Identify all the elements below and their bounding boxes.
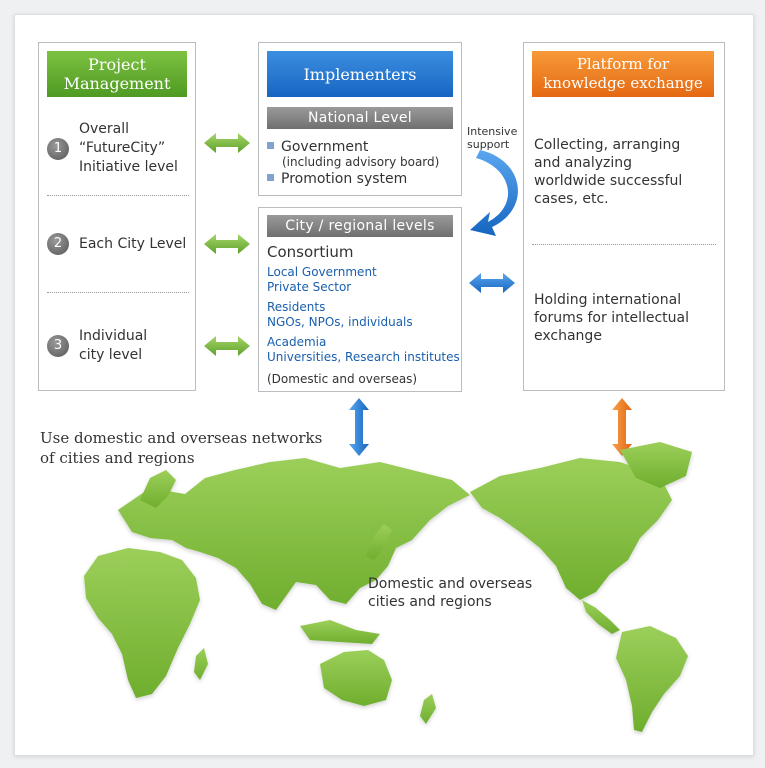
group-title: Local Government	[267, 265, 377, 279]
map-south-america	[616, 626, 688, 732]
step-3: 3 Individual city level	[47, 327, 147, 365]
step-text: Individual city level	[79, 328, 148, 363]
bullet-icon	[267, 142, 274, 149]
group-academia: Academia Universities, Research institut…	[267, 335, 460, 365]
implementers-national-panel: Implementers National Level Government (…	[258, 42, 462, 196]
map-central-america	[582, 600, 620, 634]
map-greenland	[620, 442, 692, 488]
group-title: Academia	[267, 335, 327, 349]
double-arrow-icon	[204, 234, 250, 254]
step-number: 2	[47, 233, 69, 255]
government-note: (including advisory board)	[282, 155, 440, 169]
map-eurasia	[118, 458, 470, 610]
group-local-government: Local Government Private Sector	[267, 265, 377, 295]
step-2: 2 Each City Level	[47, 233, 186, 255]
curved-arrow-icon	[470, 150, 518, 236]
project-management-header: Project Management	[47, 51, 187, 97]
step-text: Each City Level	[79, 235, 187, 252]
map-australia	[320, 650, 392, 706]
map-madagascar	[194, 648, 208, 680]
map-new-zealand	[420, 694, 436, 724]
forums-text: Holding international forums for intelle…	[534, 292, 689, 344]
double-arrow-icon	[204, 336, 250, 356]
group-title: Residents	[267, 300, 326, 314]
domestic-note: (Domestic and overseas)	[267, 372, 418, 386]
knowledge-exchange-panel: Platform for knowledge exchange Collecti…	[523, 42, 725, 391]
step-number: 1	[47, 137, 69, 160]
map-africa	[84, 548, 200, 698]
divider	[47, 292, 189, 293]
divider	[47, 195, 189, 196]
bullet-icon	[267, 174, 274, 181]
map-islands	[300, 620, 380, 644]
intensive-support-label: Intensive support	[467, 125, 518, 151]
implementers-header: Implementers	[267, 51, 453, 97]
map-north-america	[470, 458, 672, 600]
map-scandinavia	[140, 470, 176, 508]
divider	[532, 244, 716, 245]
networks-label: Use domestic and overseas networks of ci…	[40, 429, 323, 467]
step-text: Overall “FutureCity” Initiative level	[79, 121, 178, 175]
step-number: 3	[47, 335, 69, 357]
collecting-text: Collecting, arranging and analyzing worl…	[534, 137, 683, 207]
group-sub: Universities, Research institutes	[267, 350, 460, 364]
step-1: 1 Overall “FutureCity” Initiative level	[47, 120, 178, 177]
city-regional-bar: City / regional levels	[267, 215, 453, 237]
government-item: Government	[267, 138, 368, 156]
knowledge-exchange-header: Platform for knowledge exchange	[532, 51, 714, 97]
double-arrow-icon	[349, 398, 369, 456]
city-regional-panel: City / regional levels Consortium Local …	[258, 207, 462, 392]
group-residents: Residents NGOs, NPOs, individuals	[267, 300, 413, 330]
promotion-label: Promotion system	[281, 171, 408, 187]
group-sub: NGOs, NPOs, individuals	[267, 315, 413, 329]
map-label: Domestic and overseas cities and regions	[368, 576, 533, 610]
national-level-bar: National Level	[267, 107, 453, 129]
double-arrow-icon	[612, 398, 632, 456]
double-arrow-icon	[469, 273, 515, 293]
map-japan	[366, 524, 392, 560]
government-label: Government	[281, 139, 369, 155]
group-sub: Private Sector	[267, 280, 352, 294]
consortium-label: Consortium	[267, 243, 354, 261]
double-arrow-icon	[204, 133, 250, 153]
promotion-item: Promotion system	[267, 170, 407, 188]
project-management-panel: Project Management 1 Overall “FutureCity…	[38, 42, 196, 391]
